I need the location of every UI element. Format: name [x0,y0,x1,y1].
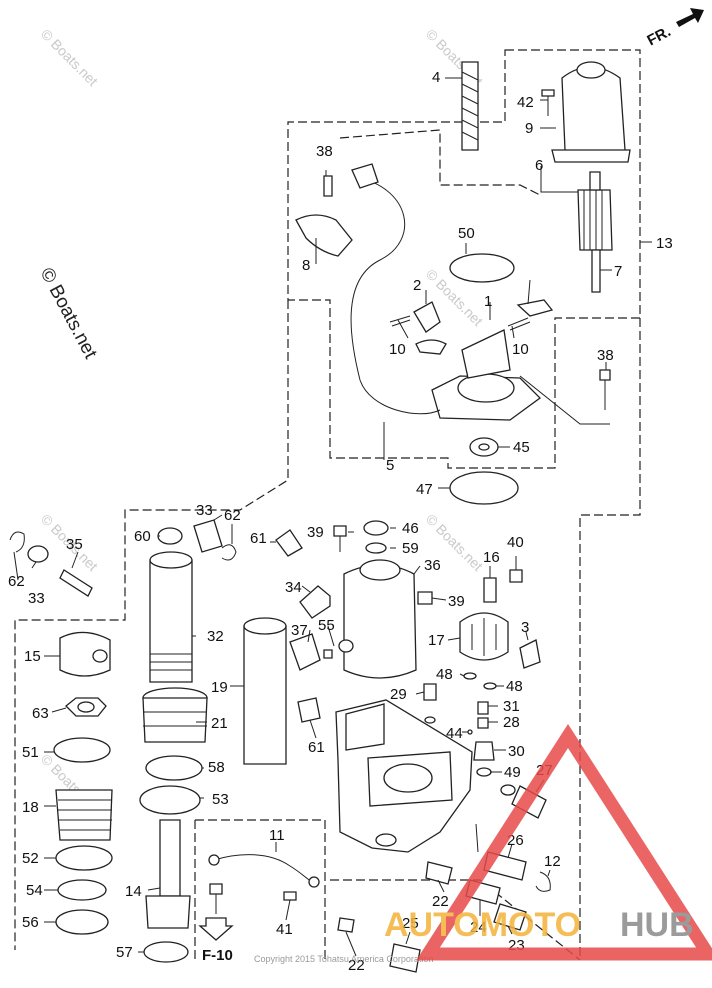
brand-logo: AUTOMOTO HUB [384,723,712,961]
callout-5: 5 [386,457,394,474]
callout-25: 25 [402,915,419,932]
callout-62a: 62 [8,573,25,590]
callout-52: 52 [22,850,39,867]
tank-group [275,520,551,973]
callout-15: 15 [24,648,41,665]
callout-60: 60 [134,528,151,545]
brand-name-part-1: AUTOMOTO [384,906,581,944]
callout-53: 53 [212,791,229,808]
callout-61b: 61 [308,739,325,756]
callout-30: 30 [508,743,525,760]
callout-58: 58 [208,759,225,776]
callout-55: 55 [318,617,335,634]
callout-38a: 38 [316,143,333,160]
front-indicator: FR. [644,8,704,49]
callout-59: 59 [402,540,419,557]
callout-9: 9 [525,120,533,137]
callout-48a: 48 [436,666,453,683]
callout-57: 57 [116,944,133,961]
callout-8: 8 [302,257,310,274]
triangle-logo-icon [416,723,712,961]
callout-11: 11 [269,827,285,844]
callout-36: 36 [424,557,441,574]
callout-50: 50 [458,225,475,242]
callout-24: 24 [470,919,487,936]
arrow-down-icon [198,917,234,941]
callout-63: 63 [32,705,49,722]
callout-18: 18 [22,799,39,816]
callout-33a: 33 [28,590,45,607]
callout-47: 47 [416,481,433,498]
callout-22b: 22 [348,957,365,974]
callout-34: 34 [285,579,302,596]
callout-32: 32 [207,628,224,645]
callout-10b: 10 [512,341,529,358]
callout-62b: 62 [224,507,241,524]
callout-7: 7 [614,263,622,280]
assembly-outlines [14,49,641,961]
callout-45: 45 [513,439,530,456]
cylinder-group [9,519,287,963]
callout-39a: 39 [307,524,324,541]
callout-33b: 33 [196,502,213,519]
callout-51: 51 [22,744,39,761]
callout-49: 49 [504,764,521,781]
callout-29: 29 [390,686,407,703]
callout-1: 1 [484,293,492,310]
callout-35: 35 [66,536,83,553]
callout-37: 37 [291,622,308,639]
callout-39b: 39 [448,593,465,610]
callout-14: 14 [125,883,142,900]
callout-2: 2 [413,277,421,294]
callout-4: 4 [432,69,440,86]
callout-3: 3 [521,619,529,636]
callout-48b: 48 [506,678,523,695]
callout-21: 21 [211,715,228,732]
motor-group [295,61,631,505]
callout-38b: 38 [597,347,614,364]
reference-label: F-10 [202,947,233,964]
callout-10a: 10 [389,341,406,358]
callout-6: 6 [535,157,543,174]
leader-lines [13,77,652,957]
callout-40: 40 [507,534,524,551]
side-watermark: © Boats.net [36,264,102,362]
callout-28: 28 [503,714,520,731]
callout-46: 46 [402,520,419,537]
callout-44: 44 [446,725,463,742]
watermark-tile: © Boats.net [38,26,101,89]
callout-19: 19 [211,679,228,696]
copyright-notice: Copyright 2015 Tohatsu America Corporati… [254,954,433,964]
wire-group [198,854,320,941]
callout-61a: 61 [250,530,267,547]
callout-labels: 1 2 3 4 5 6 7 8 9 10 10 11 12 13 14 15 1… [8,69,673,974]
callout-41: 41 [276,921,293,938]
callout-42: 42 [517,94,534,111]
callout-17: 17 [428,632,445,649]
brand-name-part-2: HUB [620,906,694,944]
callout-54: 54 [26,882,43,899]
callout-56: 56 [22,914,39,931]
callout-22a: 22 [432,893,449,910]
callout-31: 31 [503,698,520,715]
callout-16: 16 [483,549,500,566]
front-arrow-icon [676,8,704,27]
callout-12: 12 [544,853,561,870]
callout-13: 13 [656,235,673,252]
front-label: FR. [644,23,673,49]
